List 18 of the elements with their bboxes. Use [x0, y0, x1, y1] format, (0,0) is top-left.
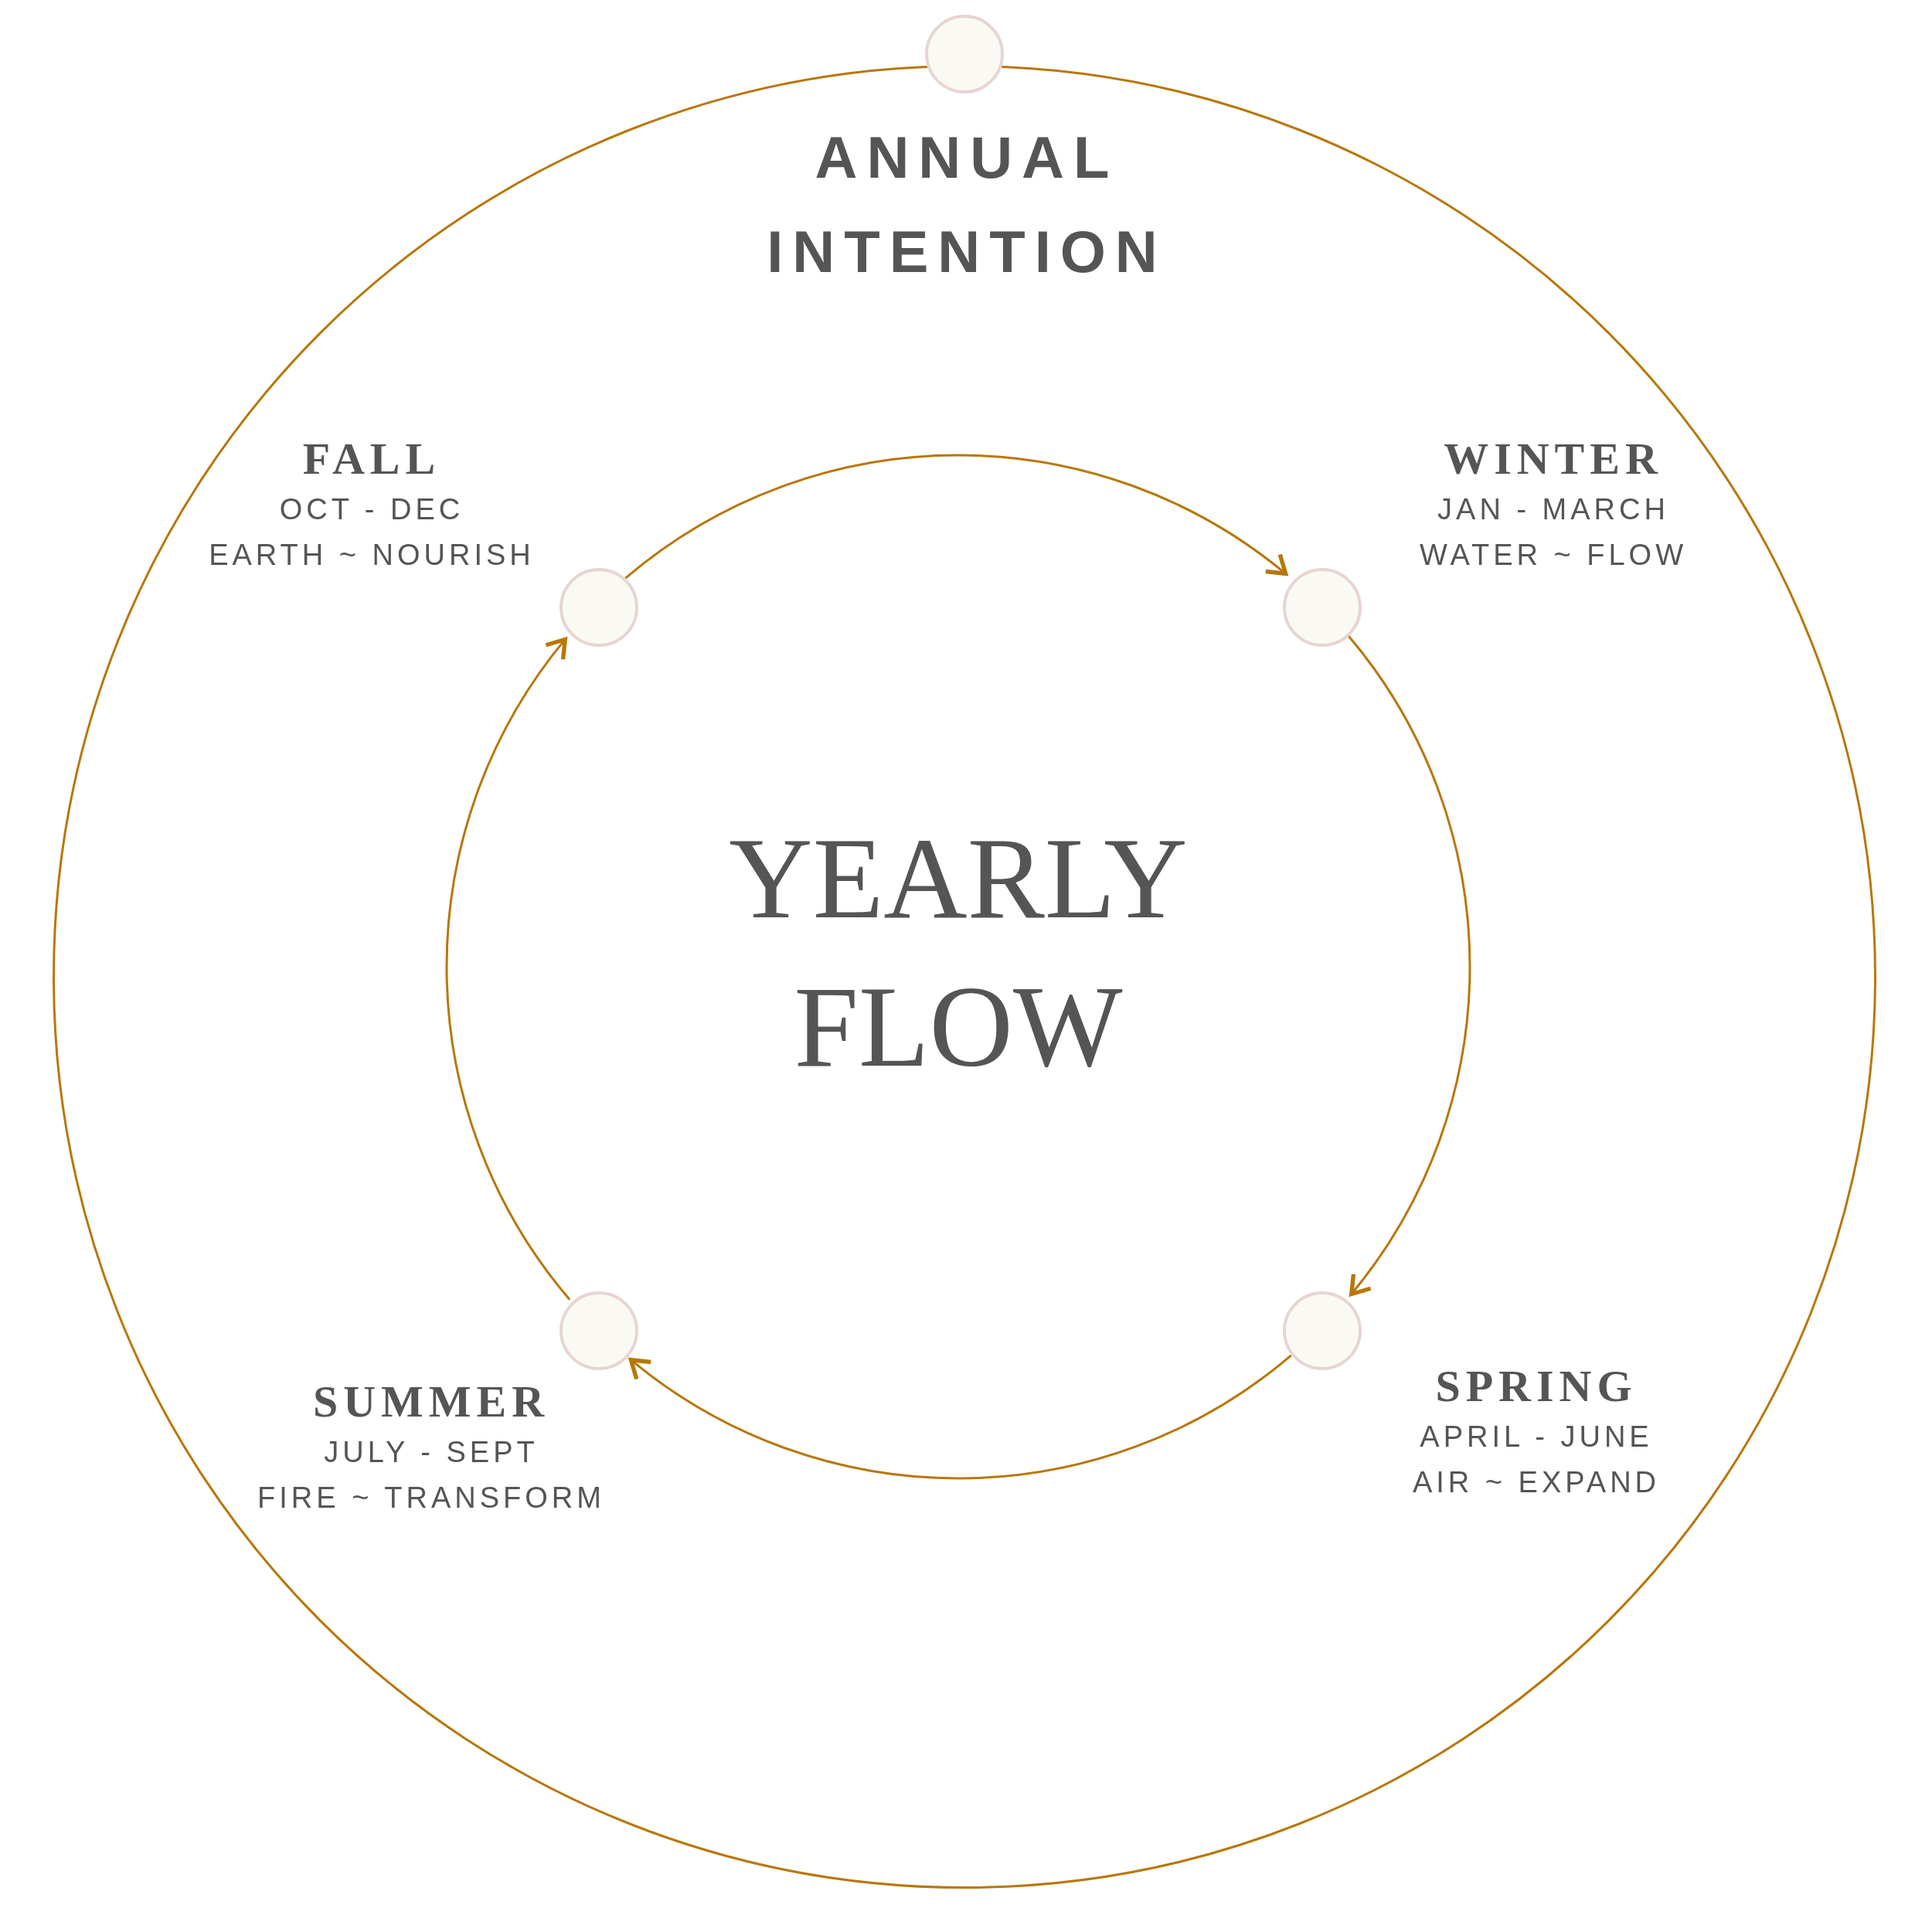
element-text: AIR ~ EXPAND	[1411, 1466, 1662, 1499]
element-text: EARTH ~ NOURISH	[208, 539, 536, 572]
date-range: JULY - SEPT	[323, 1436, 539, 1469]
season-heading: FALL	[301, 433, 442, 485]
arrow	[628, 1354, 1292, 1480]
arrow	[624, 454, 1288, 580]
center-heading: YEARLY FLOW	[728, 813, 1189, 1092]
date-range: JAN - MARCH	[1437, 493, 1670, 526]
season-heading: SUMMER	[311, 1376, 551, 1427]
arrow	[445, 637, 571, 1301]
outer-ring	[53, 65, 1876, 1889]
element-text: FIRE ~ TRANSFORM	[257, 1481, 606, 1515]
ring-heading: ANNUAL INTENTION	[766, 124, 1168, 286]
date-range: APRIL - JUNE	[1419, 1420, 1654, 1454]
date-range: OCT - DEC	[278, 493, 465, 526]
season-heading: WINTER	[1443, 433, 1664, 485]
season-heading: SPRING	[1434, 1360, 1638, 1412]
element-text: WATER ~ FLOW	[1418, 539, 1689, 572]
